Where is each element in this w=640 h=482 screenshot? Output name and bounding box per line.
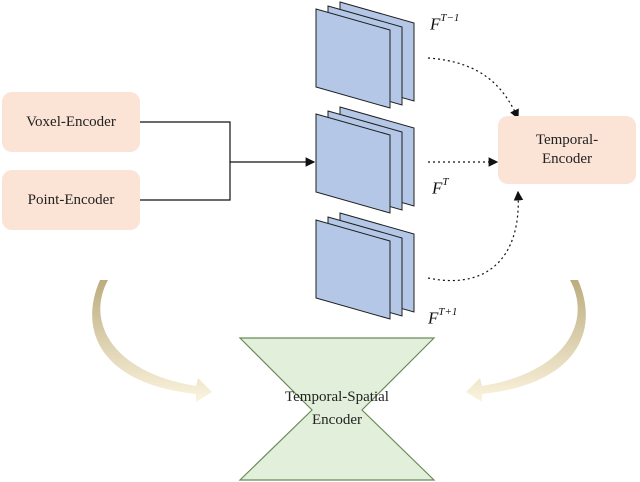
temporal-spatial-encoder-shape: [238, 337, 436, 481]
feature-label-current: FT: [432, 176, 449, 199]
feature-label-next-base: F: [428, 308, 439, 328]
feature-map-stack-prev: [315, 1, 415, 109]
temporal-encoder-box: Temporal- Encoder: [498, 116, 636, 184]
temporal-spatial-encoder-label-line1: Temporal-Spatial: [285, 389, 389, 405]
encoder-merge-connector: [140, 121, 316, 201]
dotted-arrow-next: [427, 190, 524, 282]
temporal-spatial-encoder-label: Temporal-Spatial Encoder: [240, 386, 434, 431]
feature-label-current-sup: T: [442, 176, 449, 188]
feature-label-next-sup: T+1: [438, 306, 458, 318]
temporal-spatial-encoder-label-line2: Encoder: [312, 411, 362, 428]
curved-arrow-left: [92, 280, 212, 402]
voxel-encoder-box: Voxel-Encoder: [2, 92, 140, 152]
feature-label-current-base: F: [432, 178, 443, 198]
dotted-arrow-prev: [427, 57, 519, 120]
point-encoder-box: Point-Encoder: [2, 170, 140, 230]
feature-map-stack-current: [315, 106, 415, 214]
temporal-encoder-label-line2: Encoder: [542, 151, 592, 167]
temporal-dotted-arrows: [427, 57, 524, 282]
voxel-encoder-label: Voxel-Encoder: [26, 113, 116, 130]
feature-label-prev-base: F: [430, 14, 441, 34]
temporal-encoder-label-line1: Temporal-: [535, 132, 599, 149]
feature-map-stack-next: [315, 212, 415, 320]
feature-label-prev: FT−1: [430, 12, 460, 35]
curved-arrow-right: [466, 280, 586, 402]
feature-label-prev-sup: T−1: [440, 12, 460, 24]
feature-label-next: FT+1: [428, 306, 458, 329]
point-encoder-label: Point-Encoder: [27, 191, 115, 208]
